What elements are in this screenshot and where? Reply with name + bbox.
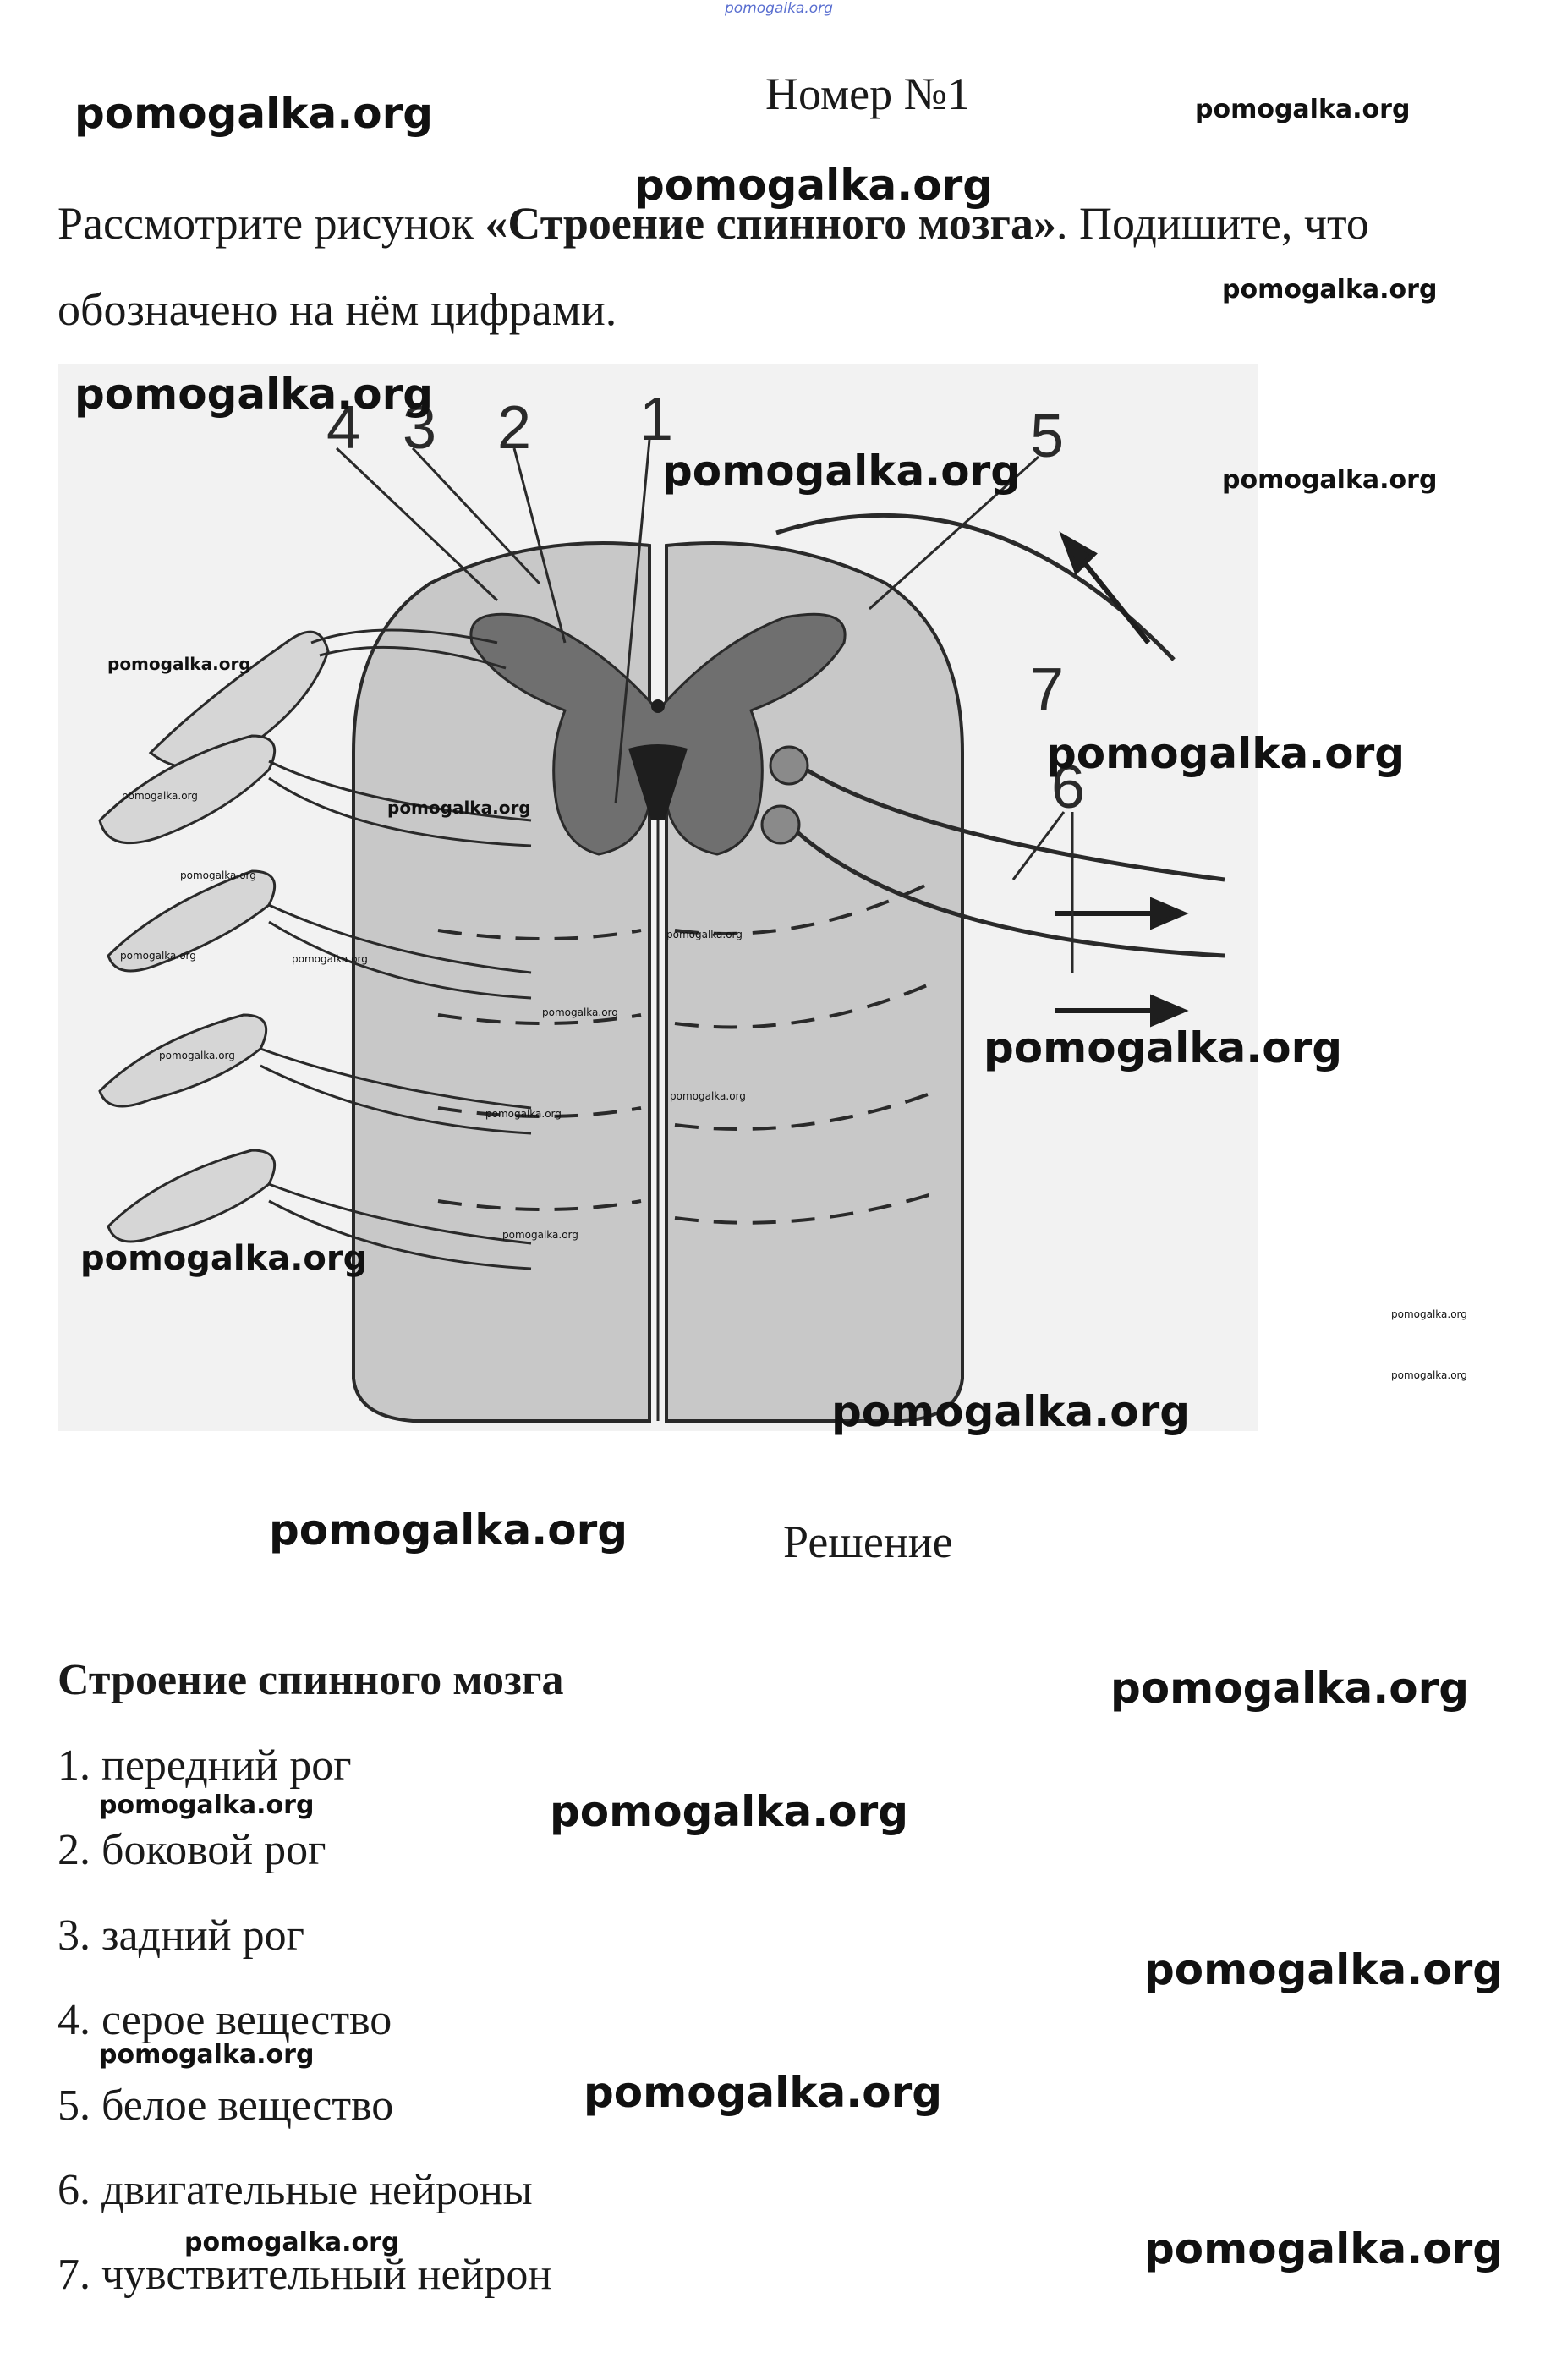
watermark: pomogalka.org <box>666 929 743 940</box>
figure-label-7: 7 <box>1030 656 1064 724</box>
watermark: pomogalka.org <box>1391 1369 1467 1381</box>
watermark: pomogalka.org <box>1391 1308 1467 1320</box>
watermark: pomogalka.org <box>292 953 368 965</box>
figure-label-3: 3 <box>403 394 436 462</box>
watermark: pomogalka.org <box>1046 729 1406 778</box>
task-line-2: обозначено на нём цифрами. <box>58 284 617 335</box>
watermark: pomogalka.org <box>831 1387 1191 1436</box>
watermark: pomogalka.org <box>662 447 1022 496</box>
task-text-bold: «Строение спинного мозга» <box>485 198 1056 249</box>
solution-label: Решение <box>783 1516 953 1567</box>
watermark: pomogalka.org <box>99 2040 315 2070</box>
watermark: pomogalka.org <box>159 1050 235 1061</box>
central-dot <box>651 699 665 713</box>
neuron-body-lower <box>760 804 801 845</box>
watermark: pomogalka.org <box>984 1023 1343 1072</box>
task-text-pre: Рассмотрите рисунок <box>58 198 485 249</box>
watermark: pomogalka.org <box>670 1090 746 1102</box>
figure-label-5: 5 <box>1030 403 1064 470</box>
answer-heading: Строение спинного мозга <box>58 1656 564 1704</box>
answer-item-1: 1. передний рог <box>58 1741 352 1790</box>
watermark: pomogalka.org <box>120 950 196 962</box>
top-watermark: pomogalka.org <box>725 0 833 17</box>
task-line-1: Рассмотрите рисунок «Строение спинного м… <box>58 197 1369 250</box>
answer-item-4: 4. серое вещество <box>58 1996 392 2044</box>
watermark: pomogalka.org <box>184 2228 400 2257</box>
watermark: pomogalka.org <box>1222 465 1438 495</box>
leader-lines <box>335 439 1074 973</box>
watermark: pomogalka.org <box>180 869 256 881</box>
watermark: pomogalka.org <box>1144 1945 1504 1994</box>
watermark: pomogalka.org <box>1144 2224 1504 2273</box>
watermark: pomogalka.org <box>1195 95 1411 124</box>
watermark: pomogalka.org <box>122 790 198 802</box>
answer-item-5: 5. белое вещество <box>58 2081 394 2130</box>
watermark: pomogalka.org <box>74 370 434 419</box>
watermark: pomogalka.org <box>107 654 251 674</box>
answer-item-6: 6. двигательные нейроны <box>58 2166 533 2214</box>
central-canal <box>628 744 688 820</box>
watermark: pomogalka.org <box>74 89 434 138</box>
watermark: pomogalka.org <box>502 1229 578 1241</box>
neuron-body-upper <box>769 745 809 786</box>
answer-item-7: 7. чувствительный нейрон <box>58 2251 552 2299</box>
watermark: pomogalka.org <box>1222 275 1438 304</box>
segment-lines <box>437 878 938 1225</box>
nerve-roots <box>260 628 532 1270</box>
watermark: pomogalka.org <box>387 798 531 818</box>
figure-label-6: 6 <box>1051 754 1085 821</box>
direction-arrows <box>1055 531 1189 1028</box>
answer-item-3: 3. задний рог <box>58 1911 304 1960</box>
task-text-post: . Подишите, что <box>1055 198 1369 249</box>
figure-label-4: 4 <box>326 394 360 462</box>
watermark: pomogalka.org <box>1110 1664 1470 1713</box>
watermark: pomogalka.org <box>550 1787 909 1836</box>
watermark: pomogalka.org <box>269 1505 628 1555</box>
watermark: pomogalka.org <box>542 1006 618 1018</box>
figure-label-2: 2 <box>497 394 531 462</box>
watermark: pomogalka.org <box>634 161 994 210</box>
page-title: Номер №1 <box>765 69 971 119</box>
answer-item-2: 2. боковой рог <box>58 1826 326 1874</box>
watermark: pomogalka.org <box>80 1239 368 1278</box>
spinal-cord-figure: 4 3 2 1 5 6 7 <box>58 364 1258 1431</box>
figure-label-1: 1 <box>639 386 673 453</box>
watermark: pomogalka.org <box>485 1108 562 1120</box>
watermark: pomogalka.org <box>584 2068 943 2117</box>
watermark: pomogalka.org <box>99 1790 315 1820</box>
